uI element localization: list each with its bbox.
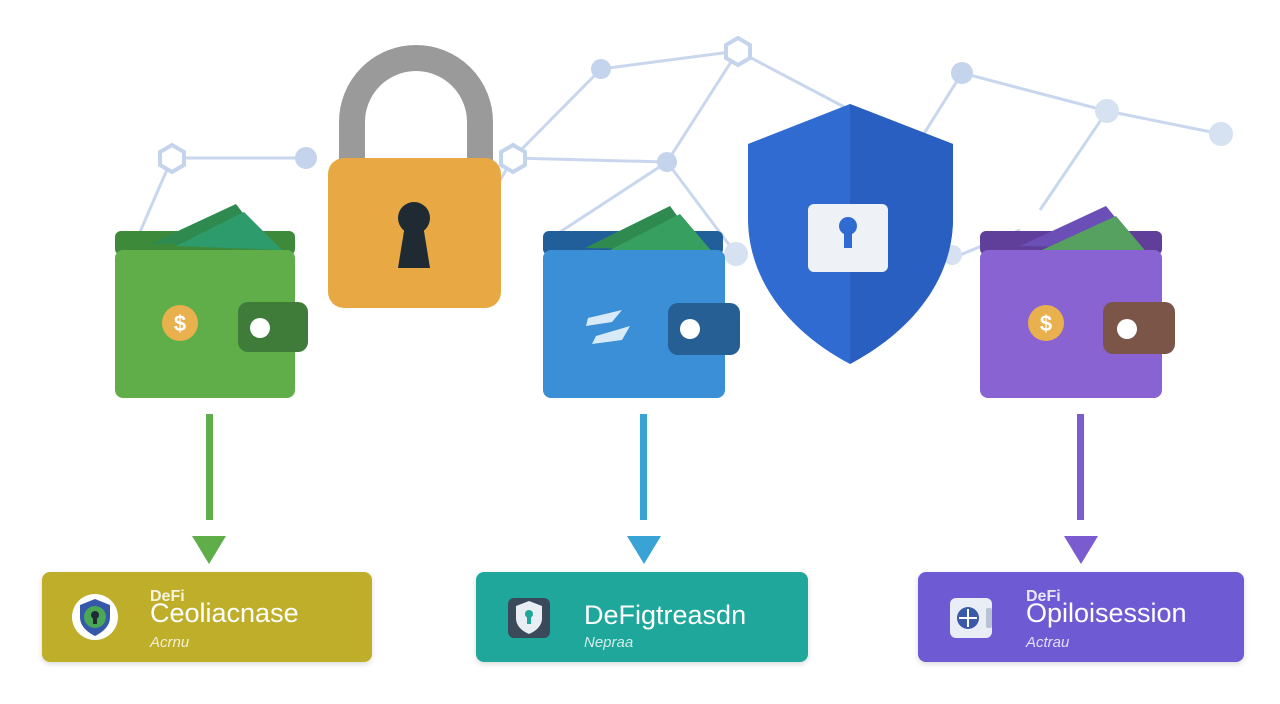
- padlock-icon: [328, 45, 501, 308]
- network-node: [1095, 99, 1119, 123]
- vault-icon: [950, 598, 992, 638]
- card-subtitle: Acrnu: [150, 634, 190, 651]
- svg-text:$: $: [174, 311, 186, 336]
- network-node: [951, 62, 973, 84]
- arrow-down-icon: [1064, 414, 1098, 564]
- network-nodes: [158, 35, 1233, 266]
- card-title: Ceoliacnase: [150, 598, 299, 628]
- network-node: [499, 142, 527, 175]
- network-node: [591, 59, 611, 79]
- shield-icon: [748, 104, 953, 364]
- card-subtitle: Nepraa: [584, 634, 634, 651]
- network-node: [1209, 122, 1233, 146]
- shield-keyhole-icon: [508, 598, 550, 638]
- wallet-card-3: DeFi Opiloisession Actrau: [918, 572, 1244, 662]
- svg-text:$: $: [1040, 311, 1052, 336]
- network-node: [724, 35, 752, 68]
- wallet-card-2: DeFigtreasdn Nepraa: [476, 572, 808, 662]
- card-tag: DeFi: [1026, 588, 1061, 605]
- card-subtitle: Actrau: [1026, 634, 1070, 651]
- shield-keyhole-icon: [72, 594, 118, 640]
- network-lines: [138, 49, 1222, 257]
- card-tag: DeFi: [150, 588, 185, 605]
- network-node: [158, 142, 186, 175]
- network-node: [657, 152, 677, 172]
- arrow-down-icon: [627, 414, 661, 564]
- network-node: [724, 242, 748, 266]
- dollar-coin-icon: [1028, 305, 1064, 341]
- wallet-icon-purple: $: [980, 206, 1175, 398]
- network-node: [295, 147, 317, 169]
- wallet-card-1: DeFi Ceoliacnase Acrnu: [42, 572, 372, 662]
- card-title: DeFigtreasdn: [584, 600, 747, 630]
- card-title: Opiloisession: [1026, 598, 1187, 628]
- arrow-down-icon: [192, 414, 226, 564]
- chain-link-icon: [586, 310, 630, 344]
- wallet-icon-blue: [543, 206, 740, 398]
- dollar-coin-icon: [162, 305, 198, 341]
- wallet-icon-green: $: [115, 204, 308, 398]
